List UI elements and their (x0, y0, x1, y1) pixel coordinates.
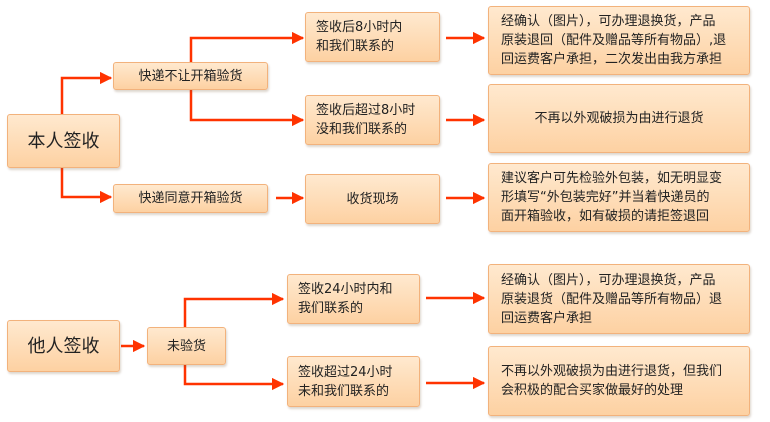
result-over-24h: 不再以外观破损为由进行退货，但我们 会积极的配合买家做最好的处理 (488, 346, 750, 416)
result-within-24h-line-2: 原装退货（配件及赠品等所有物品）退 (501, 291, 723, 307)
within-8h-line-2: 和我们联系的 (316, 39, 395, 54)
within-24h-line-2: 我们联系的 (298, 301, 364, 316)
result-over-8h-label: 不再以外观破损为由进行退货 (534, 111, 704, 126)
result-over-24h-line-2: 会积极的配合买家做最好的处理 (501, 383, 684, 398)
within-8h-node: 签收后8小时内 和我们联系的 (305, 12, 440, 62)
over-8h-node: 签收后超过8小时 没和我们联系的 (305, 95, 440, 145)
not-inspected-label: 未验货 (166, 338, 206, 354)
within-24h-line-1: 签收24小时内和 (298, 282, 393, 297)
no-unbox-node: 快递不让开箱验货 (113, 62, 268, 90)
result-within-8h-line-3: 回运费客户承担，二次发出由我方承担 (501, 52, 723, 67)
other-sign-root-node: 他人签收 (7, 320, 120, 372)
result-within-24h-line-3: 回运费客户承担 (501, 310, 593, 326)
self-sign-root-label: 本人签收 (27, 130, 100, 152)
over-24h-line-1: 签收超过24小时 (298, 364, 393, 380)
within-8h-line-1: 签收后8小时内 (316, 20, 403, 35)
over-24h-line-2: 未和我们联系的 (298, 383, 390, 399)
result-within-8h-line-2: 原装退回（配件及赠品等所有物品）,退 (501, 33, 727, 48)
allow-unbox-label: 快递同意开箱验货 (138, 191, 243, 206)
result-onsite-line-1: 建议客户可先检验外包装，如无明显变 (501, 171, 723, 186)
onsite-label: 收货现场 (346, 191, 399, 207)
over-8h-line-1: 签收后超过8小时 (316, 103, 416, 118)
within-24h-node: 签收24小时内和 我们联系的 (287, 274, 420, 324)
result-onsite-line-2: 形填写“外包装完好”并当着快递员的 (501, 190, 710, 205)
over-24h-node: 签收超过24小时 未和我们联系的 (287, 356, 420, 407)
result-over-8h: 不再以外观破损为由进行退货 (488, 84, 750, 153)
not-inspected-node: 未验货 (147, 327, 226, 365)
no-unbox-label: 快递不让开箱验货 (138, 68, 243, 84)
over-8h-line-2: 没和我们联系的 (316, 122, 408, 137)
result-within-24h: 经确认（图片），可办理退换货，产品 原装退货（配件及赠品等所有物品）退 回运费客… (488, 264, 750, 334)
result-within-8h: 经确认（图片），可办理退换货，产品 原装退回（配件及赠品等所有物品）,退 回运费… (488, 6, 750, 75)
result-onsite: 建议客户可先检验外包装，如无明显变 形填写“外包装完好”并当着快递员的 面开箱验… (488, 163, 750, 232)
result-over-24h-line-1: 不再以外观破损为由进行退货，但我们 (501, 364, 723, 379)
self-sign-root-node: 本人签收 (7, 114, 120, 168)
result-onsite-line-3: 面开箱验收，如有破损的请拒签退回 (501, 209, 710, 224)
allow-unbox-node: 快递同意开箱验货 (113, 184, 268, 213)
result-within-24h-line-1: 经确认（图片），可办理退换货，产品 (501, 272, 716, 288)
result-within-8h-line-1: 经确认（图片），可办理退换货，产品 (501, 14, 716, 29)
other-sign-root-label: 他人签收 (27, 335, 100, 357)
onsite-node: 收货现场 (305, 174, 440, 224)
